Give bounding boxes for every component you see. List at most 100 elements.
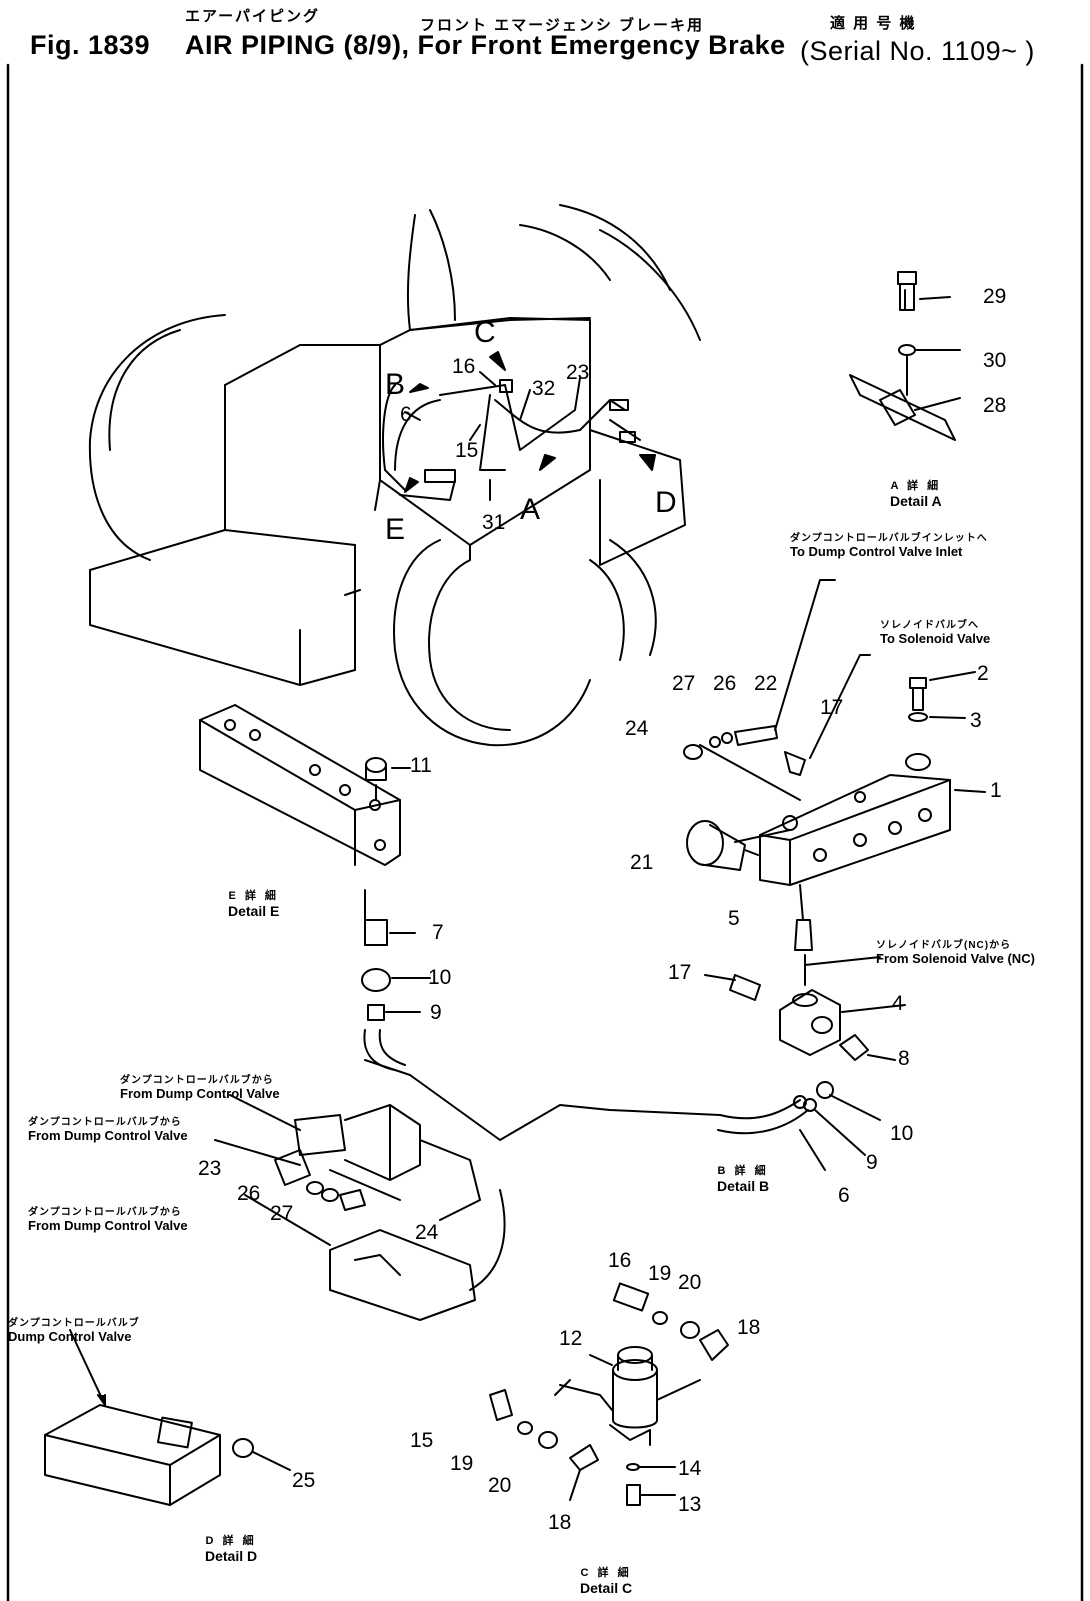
view-letter-c: C [474, 316, 496, 349]
callout-25: 25 [292, 1469, 316, 1492]
detail-c-en: Detail C [580, 1579, 633, 1596]
view-letter-e: E [385, 513, 406, 546]
callout-29: 29 [983, 285, 1007, 308]
callout-32: 32 [532, 377, 556, 400]
subtitle-jp: フロント エマージェンシ ブレーキ用 [420, 17, 705, 34]
note-from-dump-3-en: From Dump Control Valve [28, 1217, 188, 1233]
note-from-dump-2: ダンプコントロールバルブから From Dump Control Valve [28, 1117, 188, 1143]
serial-jp: 適 用 号 機 [830, 15, 917, 32]
note-dump-valve-en: Dump Control Valve [8, 1328, 132, 1344]
callout-18-upper: 18 [737, 1316, 761, 1339]
note-from-dump-3-jp: ダンプコントロールバルブから [28, 1207, 182, 1218]
callout-18-lower: 18 [548, 1511, 572, 1534]
callout-20-lower: 20 [488, 1474, 512, 1497]
detail-d-jp: D 詳 細 [205, 1535, 257, 1547]
figure-title: Fig. 1839 [30, 30, 150, 61]
callout-9-left: 9 [430, 1001, 442, 1024]
callout-1: 1 [990, 779, 1002, 802]
note-from-dump-1: ダンプコントロールバルブから From Dump Control Valve [120, 1075, 280, 1101]
serial-range: (Serial No. 1109~ ) [800, 36, 1035, 66]
detail-c-caption: C 詳 細 Detail C [580, 1567, 632, 1596]
callout-2: 2 [977, 662, 989, 685]
detail-e-jp: E 詳 細 [228, 890, 279, 902]
detail-d-en: Detail D [205, 1547, 258, 1564]
callout-13: 13 [678, 1493, 702, 1516]
callout-26: 26 [713, 672, 737, 695]
detail-a-art [849, 271, 961, 441]
figure-number: Fig. 1839 [30, 30, 151, 60]
note-from-dump-1-en: From Dump Control Valve [120, 1085, 280, 1101]
detail-a-jp: A 詳 細 [890, 480, 942, 492]
callout-4: 4 [892, 992, 904, 1015]
callout-6-main: 6 [400, 403, 412, 426]
note-to-dump-inlet-jp: ダンプコントロールバルブインレットへ [790, 533, 988, 544]
detail-a-caption: A 詳 細 Detail A [890, 480, 942, 509]
detail-a-en: Detail A [890, 492, 942, 509]
callout-20-upper: 20 [678, 1271, 702, 1294]
callout-15-detail-c: 15 [410, 1429, 434, 1452]
detail-c-jp: C 詳 細 [580, 1567, 632, 1579]
callout-19-upper: 19 [648, 1262, 672, 1285]
detail-d-art [44, 1329, 291, 1506]
note-from-solenoid: ソレノイドバルブ(NC)から From Solenoid Valve (NC) [876, 940, 1035, 966]
callout-21: 21 [630, 851, 654, 874]
note-from-solenoid-en: From Solenoid Valve (NC) [876, 950, 1035, 966]
callout-3: 3 [970, 709, 982, 732]
detail-d-caption: D 詳 細 Detail D [205, 1535, 257, 1564]
callout-15-main: 15 [455, 439, 479, 462]
callout-5: 5 [728, 907, 740, 930]
detail-b-caption: B 詳 細 Detail B [717, 1165, 769, 1194]
detail-c-art [489, 1282, 729, 1506]
note-to-dump-inlet-en: To Dump Control Valve Inlet [790, 543, 963, 559]
callout-27-lower: 27 [270, 1202, 294, 1225]
callout-19-lower: 19 [450, 1452, 474, 1475]
note-from-dump-1-jp: ダンプコントロールバルブから [120, 1075, 274, 1086]
note-dump-valve-jp: ダンプコントロールバルブ [8, 1318, 140, 1329]
callout-11: 11 [410, 754, 432, 777]
figure-heading: AIR PIPING (8/9), For Front Emergency Br… [185, 30, 786, 61]
callout-22: 22 [754, 672, 778, 695]
note-to-solenoid: ソレノイドバルブへ To Solenoid Valve [880, 620, 990, 646]
view-letter-a: A [520, 493, 541, 526]
callout-23-lower: 23 [198, 1157, 222, 1180]
callout-28: 28 [983, 394, 1007, 417]
note-to-solenoid-jp: ソレノイドバルブへ [880, 620, 979, 631]
detail-e-caption: E 詳 細 Detail E [228, 890, 279, 919]
valve-block-assembly [683, 579, 986, 1156]
callout-23-main: 23 [566, 361, 590, 384]
detail-e-art [199, 704, 431, 1071]
detail-b-art [364, 1059, 826, 1171]
callout-8: 8 [898, 1047, 910, 1070]
callout-10-right: 10 [890, 1122, 914, 1145]
callout-24-upper: 24 [625, 717, 649, 740]
callout-24-lower: 24 [415, 1221, 439, 1244]
callout-14: 14 [678, 1457, 702, 1480]
note-from-dump-2-en: From Dump Control Valve [28, 1127, 188, 1143]
callout-6-lower: 6 [838, 1184, 850, 1207]
note-to-solenoid-en: To Solenoid Valve [880, 630, 991, 646]
detail-b-en: Detail B [717, 1177, 770, 1194]
callout-10-left: 10 [428, 966, 452, 989]
callout-30: 30 [983, 349, 1007, 372]
view-letter-b: B [385, 368, 406, 401]
detail-b-jp: B 詳 細 [717, 1165, 769, 1177]
note-from-dump-2-jp: ダンプコントロールバルブから [28, 1117, 182, 1128]
note-to-dump-inlet: ダンプコントロールバルブインレットへ To Dump Control Valve… [790, 533, 988, 559]
note-dump-valve: ダンプコントロールバルブ Dump Control Valve [8, 1318, 140, 1344]
callout-12: 12 [559, 1327, 583, 1350]
view-letter-d: D [655, 486, 677, 519]
callout-17-lower: 17 [668, 961, 692, 984]
machine-main-view [88, 204, 701, 747]
callout-9-right: 9 [866, 1151, 878, 1174]
callout-7: 7 [432, 921, 444, 944]
callout-16-main: 16 [452, 355, 476, 378]
callout-16-detail-c: 16 [608, 1249, 632, 1272]
callout-26-lower: 26 [237, 1182, 261, 1205]
note-from-solenoid-jp: ソレノイドバルブ(NC)から [876, 940, 1012, 951]
figure-heading-text: AIR PIPING (8/9), For Front Emergency Br… [185, 30, 786, 60]
title-jp: エアーパイピング [185, 8, 320, 25]
note-from-dump-3: ダンプコントロールバルブから From Dump Control Valve [28, 1207, 188, 1233]
callout-27: 27 [672, 672, 696, 695]
